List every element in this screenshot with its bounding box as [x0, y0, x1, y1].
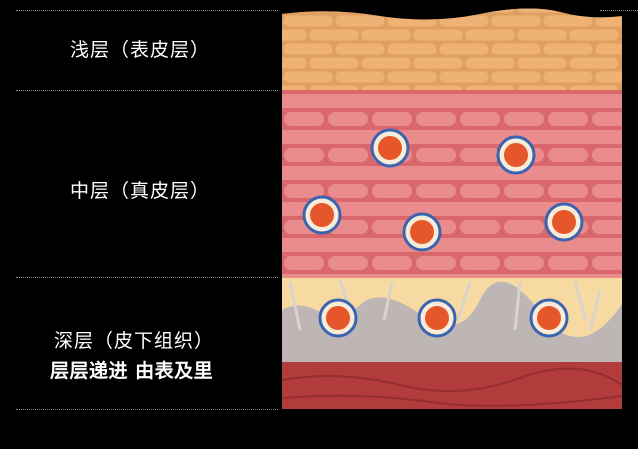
separator-bottom	[16, 409, 278, 410]
label-middle-layer: 中层（真皮层）	[70, 180, 211, 202]
particles	[302, 128, 584, 338]
label-shallow-layer: 浅层（表皮层）	[70, 39, 211, 61]
particle	[496, 135, 536, 175]
separator-top-right	[600, 10, 638, 11]
separator-middle-deep	[16, 277, 278, 278]
muscle-layer	[282, 362, 622, 409]
label-progressive-subtitle: 层层递进 由表及里	[50, 360, 214, 382]
separator-top	[16, 10, 278, 11]
particle	[318, 298, 358, 338]
label-deep-layer: 深层（皮下组织）	[54, 330, 215, 352]
particle	[544, 202, 584, 242]
particle	[302, 195, 342, 235]
particle	[529, 298, 569, 338]
separator-shallow-middle	[16, 90, 278, 91]
particle	[402, 212, 442, 252]
particle	[370, 128, 410, 168]
particle	[417, 298, 457, 338]
